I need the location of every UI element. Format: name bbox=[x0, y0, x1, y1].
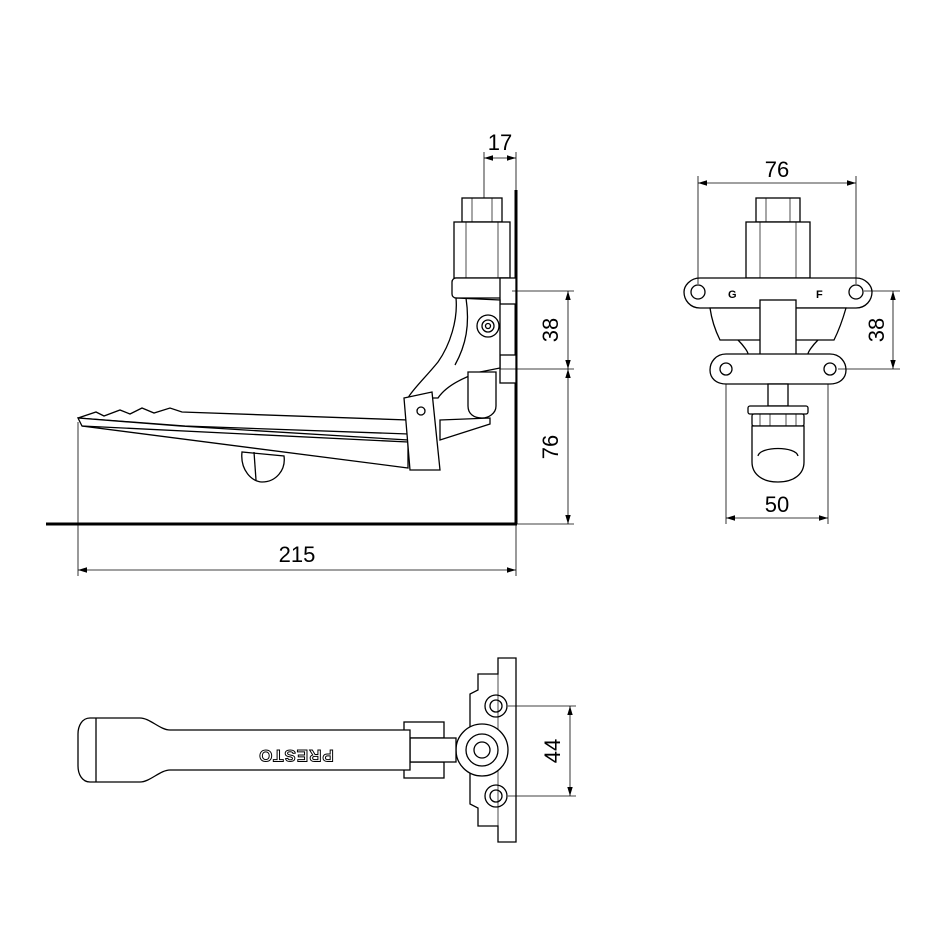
dim-215: 215 bbox=[77, 422, 517, 576]
dim-side-38-label: 38 bbox=[538, 318, 563, 342]
dim-front-50: 50 bbox=[725, 384, 829, 524]
front-view: G F 76 38 bbox=[683, 157, 900, 524]
dim-17-label: 17 bbox=[488, 130, 512, 155]
foot-pedal bbox=[76, 391, 491, 483]
upper-flange bbox=[683, 277, 873, 309]
dim-front-38: 38 bbox=[838, 290, 900, 370]
lower-flange bbox=[709, 353, 847, 385]
mark-right: F bbox=[816, 289, 823, 301]
dim-side-76: 76 bbox=[516, 369, 574, 525]
brand-text: PRESTO bbox=[258, 746, 334, 765]
lock-nut-icon bbox=[476, 314, 500, 338]
dim-top-44-label: 44 bbox=[540, 739, 565, 763]
dim-side-76-label: 76 bbox=[538, 435, 563, 459]
dim-215-label: 215 bbox=[279, 542, 316, 567]
dim-top-44: 44 bbox=[508, 705, 576, 797]
mark-left: G bbox=[728, 289, 737, 301]
pedal-handle bbox=[77, 717, 411, 783]
top-view: PRESTO 44 bbox=[77, 657, 576, 843]
dim-front-50-label: 50 bbox=[765, 492, 789, 517]
dim-front-76: 76 bbox=[697, 157, 857, 284]
dim-17: 17 bbox=[483, 130, 517, 198]
dim-front-38-label: 38 bbox=[864, 318, 889, 342]
side-view: 17 38 76 215 bbox=[46, 130, 574, 576]
dim-side-38: 38 bbox=[500, 290, 574, 370]
dim-front-76-label: 76 bbox=[765, 157, 789, 182]
valve-body bbox=[406, 197, 517, 419]
valve-head-icon bbox=[455, 723, 509, 777]
